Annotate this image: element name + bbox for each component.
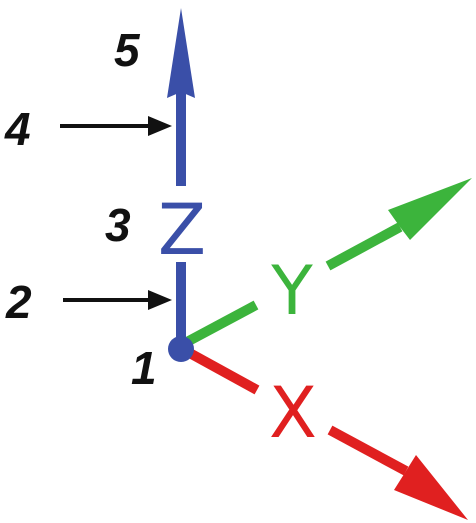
- z-axis: Z: [158, 8, 206, 347]
- callout-1: 1: [131, 342, 157, 394]
- x-axis-inner-shaft: [183, 346, 260, 395]
- callout-4: 4: [4, 103, 172, 155]
- y-axis-arrowhead: [388, 178, 472, 240]
- callout-3: 3: [105, 199, 131, 251]
- x-axis: X: [183, 346, 468, 520]
- callout-2-number: 2: [5, 276, 32, 328]
- y-axis-inner-shaft: [182, 300, 259, 348]
- callout-3-number: 3: [105, 199, 131, 251]
- z-axis-arrowhead: [167, 8, 195, 98]
- origin-point: [168, 336, 194, 362]
- callout-4-number: 4: [4, 103, 31, 155]
- z-axis-label: Z: [158, 189, 206, 271]
- y-axis-outer-shaft: [325, 222, 403, 271]
- callout-1-number: 1: [131, 342, 157, 394]
- y-axis: Y: [182, 178, 472, 348]
- x-axis-outer-shaft: [327, 425, 409, 476]
- x-axis-arrowhead: [394, 455, 468, 520]
- x-axis-label: X: [269, 372, 317, 454]
- callout-5-number: 5: [114, 24, 141, 76]
- callout-4-pointer-arrowhead: [148, 116, 172, 136]
- callout-2-pointer-arrowhead: [148, 290, 172, 310]
- y-axis-label: Y: [270, 252, 313, 331]
- callout-5: 5: [114, 24, 141, 76]
- callout-2: 2: [5, 276, 172, 328]
